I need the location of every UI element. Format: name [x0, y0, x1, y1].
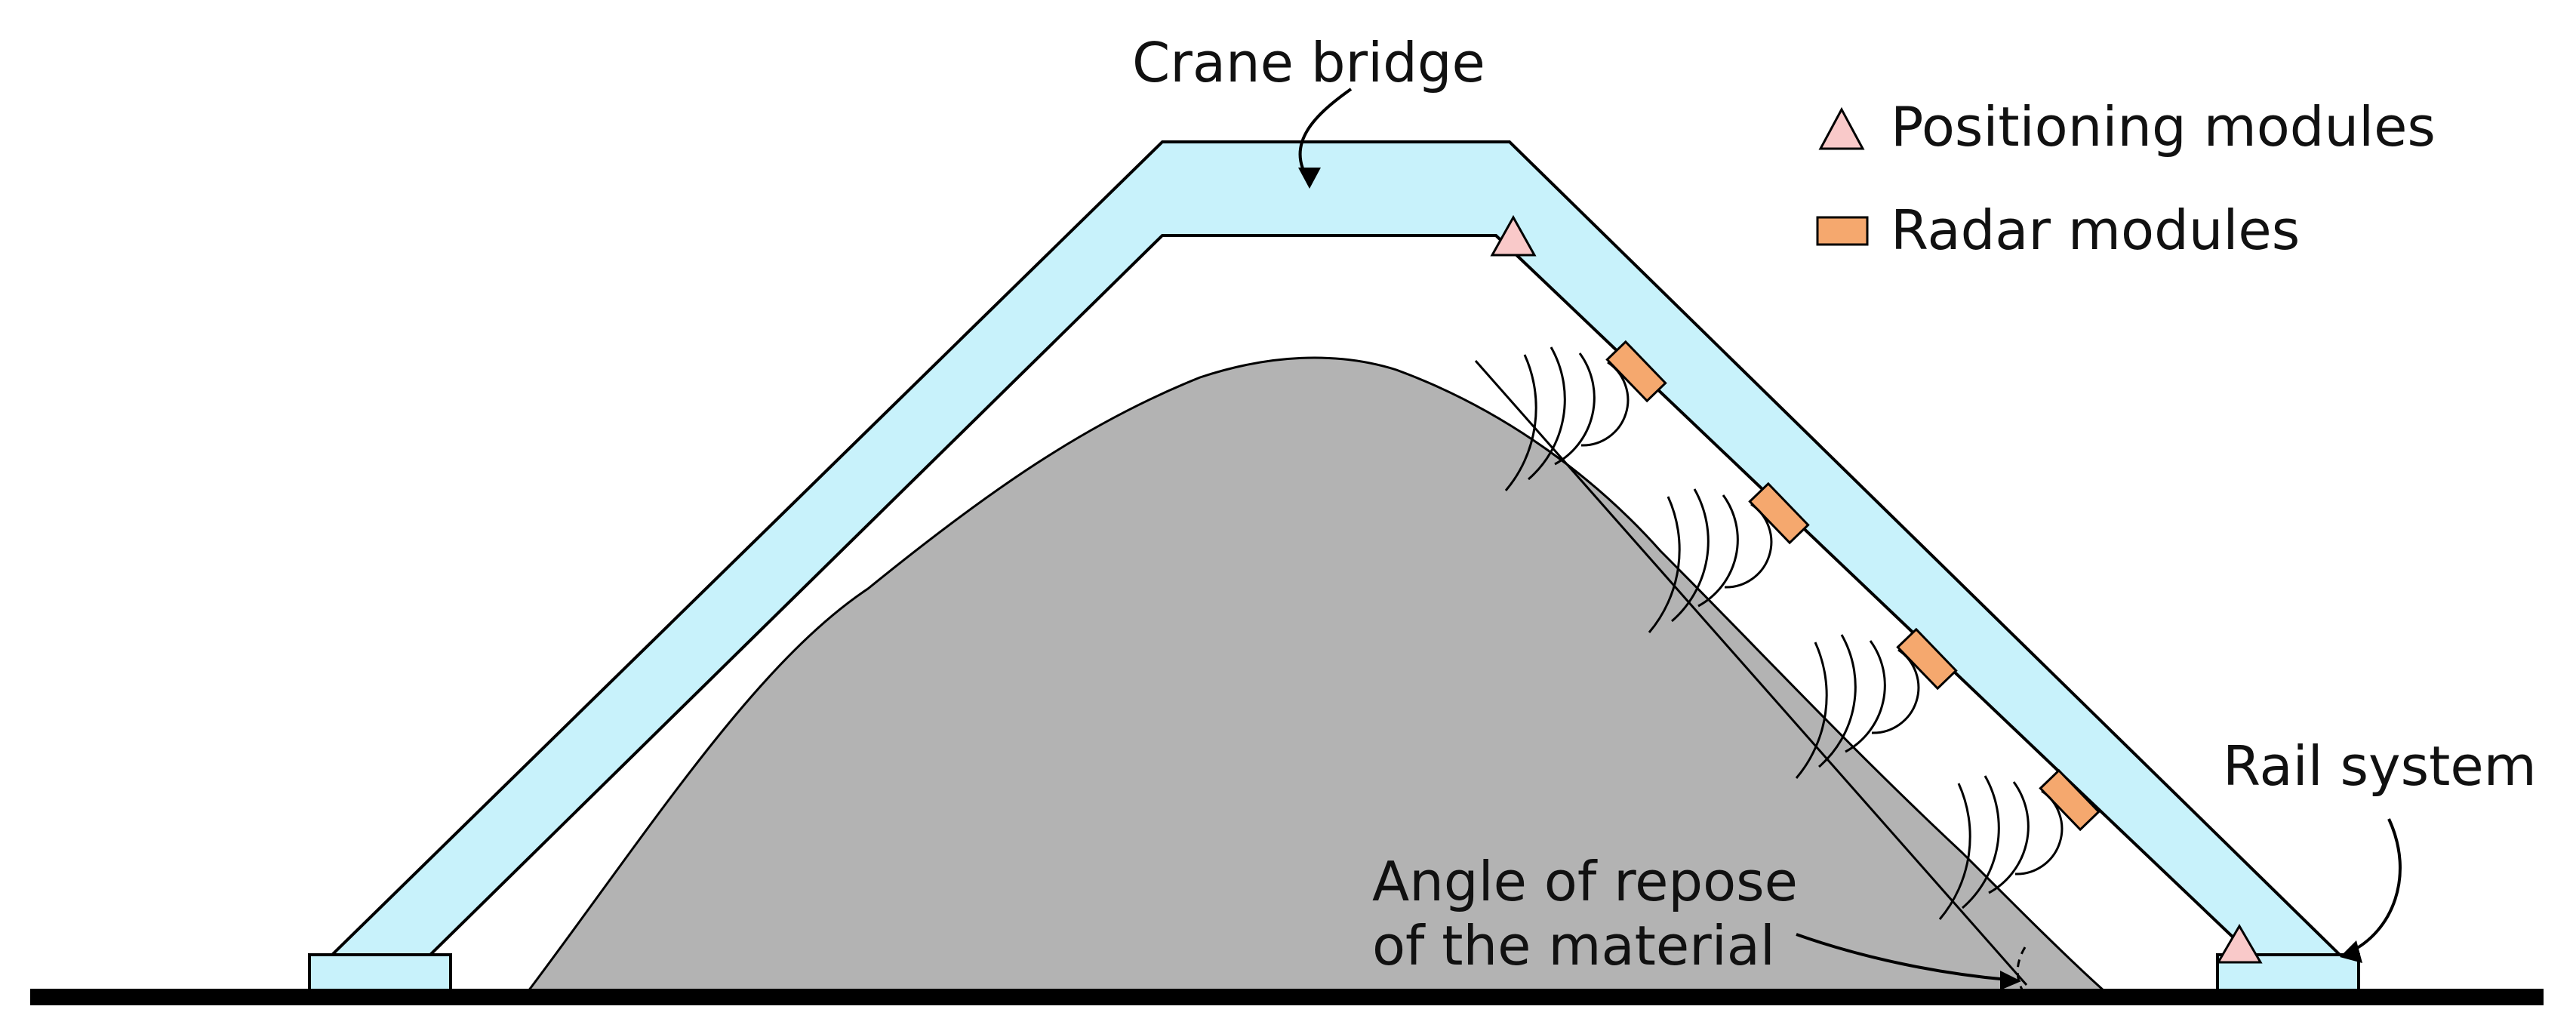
rail-foot-right: [2216, 953, 2360, 992]
angle-of-repose-label-line1: Angle of repose: [1372, 850, 1798, 913]
rail-system-arrowhead: [2340, 940, 2362, 963]
radar-module-1: [1605, 340, 1667, 403]
radar-module-3: [1896, 627, 1958, 691]
legend: Positioning modules Radar modules: [1816, 95, 2436, 262]
rail-system-arrow: [2348, 818, 2402, 954]
radar-waves-3: [1795, 634, 1920, 779]
positioning-module-top: [1490, 214, 1537, 257]
material-pile: [525, 356, 2107, 992]
radar-module-2: [1748, 482, 1810, 545]
legend-positioning-label: Positioning modules: [1891, 95, 2436, 158]
legend-radar-label: Radar modules: [1891, 198, 2300, 262]
radar-waves-2: [1648, 488, 1773, 633]
radar-waves-4: [1938, 775, 2064, 920]
angle-of-repose-label-line2: of the material: [1372, 914, 1775, 977]
radar-module-4: [2039, 768, 2101, 832]
rail-foot-left: [308, 953, 452, 992]
rail-system-label: Rail system: [2223, 734, 2537, 798]
legend-positioning-triangle-icon: [1818, 106, 1865, 150]
radar-waves-1: [1504, 346, 1630, 491]
angle-of-repose-arrow: [1796, 933, 2008, 981]
angle-of-repose-arrowhead: [2000, 971, 2021, 990]
angle-of-repose-line: [1474, 360, 2028, 986]
ground-line: [30, 989, 2544, 1005]
positioning-module-bottom: [2216, 924, 2263, 964]
crane-bridge-label: Crane bridge: [1132, 31, 1485, 94]
angle-of-repose-arc: [2016, 946, 2027, 992]
legend-radar-rectangle-icon: [1816, 216, 1869, 246]
crane-bridge-arrowhead: [1298, 168, 1321, 189]
